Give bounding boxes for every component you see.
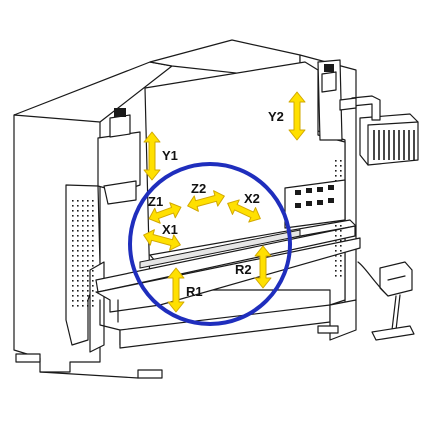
x1-arrow [143,229,181,251]
label-r1: R1 [186,284,203,299]
label-r2: R2 [235,262,252,277]
r1-arrow [167,267,185,313]
highlight-circle [128,162,292,326]
label-z2: Z2 [191,181,206,196]
x2-arrow [227,199,261,223]
perforation-pattern [72,160,342,307]
label-z1: Z1 [148,194,163,209]
foot-pedal [357,261,415,341]
r2-arrow [254,245,272,289]
machine-frame [13,39,361,379]
axis-labels: Y1 Y2 Z1 Z2 X2 X1 R1 R2 [148,109,284,299]
label-y2: Y2 [268,109,284,124]
axis-arrows [143,91,306,313]
control-panel [284,179,346,229]
label-x1: X1 [162,222,178,237]
z2-arrow [187,190,225,212]
y1-arrow [143,131,161,181]
label-x2: X2 [244,191,260,206]
label-y1: Y1 [162,148,178,163]
z1-arrow [148,202,182,224]
hydraulic-unit [339,95,419,166]
y2-arrow [288,91,306,141]
